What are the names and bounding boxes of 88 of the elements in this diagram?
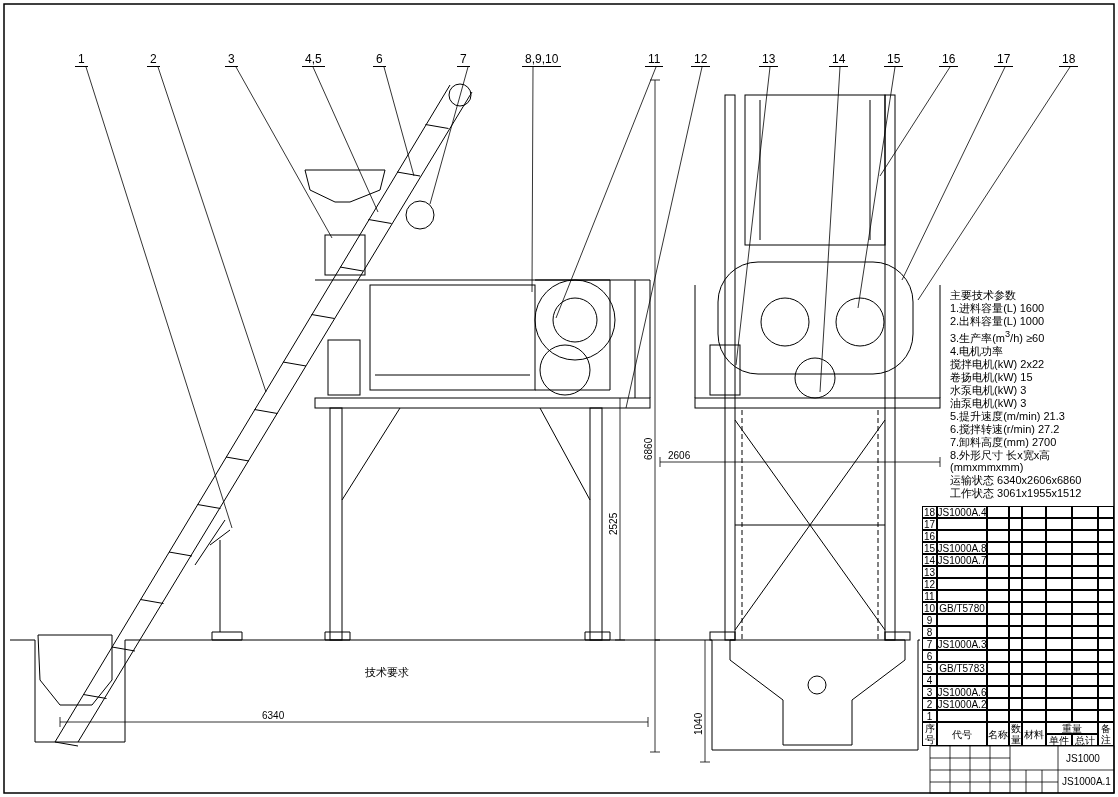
leader-line: [383, 66, 415, 177]
leader-line: [235, 66, 333, 239]
callout-number: 18: [1059, 53, 1079, 67]
spec-line: 4.电机功率: [950, 345, 1004, 357]
callout-number: 6: [373, 53, 386, 67]
leader-line: [735, 66, 771, 366]
table-cell: JS1000A.2: [937, 698, 987, 710]
dimension-text: 2606: [668, 450, 691, 461]
drawing-name: JS1000: [1066, 753, 1100, 764]
table-cell: 材料: [1022, 722, 1046, 746]
table-cell: 18: [922, 506, 937, 518]
leader-line: [157, 66, 267, 393]
spec-line: 水泵电机(kW) 3: [950, 384, 1027, 396]
callout-number: 8,9,10: [522, 53, 562, 67]
table-cell: 14: [922, 554, 937, 566]
callout-number: 15: [884, 53, 904, 67]
table-cell: 16: [922, 530, 937, 542]
table-cell: JS1000A.8: [937, 542, 987, 554]
callout-number: 11: [645, 53, 664, 67]
spec-line: 工作状态 3061x1955x1512: [950, 487, 1082, 499]
callout-number: 17: [994, 53, 1014, 67]
table-cell: 15: [922, 542, 937, 554]
callout-number: 16: [939, 53, 959, 67]
callout-number: 2: [147, 53, 160, 67]
leader-line: [901, 66, 1006, 281]
callout-number: 1: [75, 53, 88, 67]
leader-line: [85, 66, 233, 529]
table-cell: 1: [922, 710, 937, 722]
spec-line: 运输状态 6340x2606x6860: [950, 474, 1082, 486]
table-cell: 9: [922, 614, 937, 626]
table-cell: GB/T5783: [937, 662, 987, 674]
leader-line: [555, 66, 657, 319]
table-cell: JS1000A.7: [937, 554, 987, 566]
table-cell: 17: [922, 518, 937, 530]
table-cell: 4: [922, 674, 937, 686]
table-cell: 10: [922, 602, 937, 614]
table-cell: 单件: [1046, 734, 1072, 746]
leader-line: [819, 66, 841, 393]
table-cell: JS1000A.4: [937, 506, 987, 518]
table-cell: 7: [922, 638, 937, 650]
spec-line: 搅拌电机(kW) 2x22: [950, 358, 1045, 370]
leader-line: [917, 66, 1071, 301]
spec-line: 8.外形尺寸 长x宽x高(mmxmmxmm): [950, 449, 1052, 473]
dimension-text: 6860: [643, 437, 654, 460]
table-cell: 3: [922, 686, 937, 698]
callout-number: 3: [225, 53, 238, 67]
leader-line: [429, 66, 469, 205]
table-cell: GB/T5780: [937, 602, 987, 614]
spec-line: 卷扬电机(kW) 15: [950, 371, 1033, 383]
leader-line: [879, 66, 951, 177]
table-cell: 总计: [1072, 734, 1098, 746]
table-cell: 数量: [1009, 722, 1022, 746]
spec-line: 2.出料容量(L) 1000: [950, 315, 1045, 327]
callout-number: 7: [457, 53, 470, 67]
table-cell: 名称: [987, 722, 1009, 746]
dimension-text: 1040: [693, 712, 704, 735]
dimension-text: 6340: [262, 710, 285, 721]
spec-line: 5.提升速度(m/min) 21.3: [950, 410, 1065, 422]
notes-heading: 技术要求: [365, 666, 409, 678]
table-cell: 13: [922, 566, 937, 578]
table-cell: 重量: [1046, 722, 1098, 734]
table-cell: JS1000A.6: [937, 686, 987, 698]
drawing-number: JS1000A.1: [1062, 776, 1111, 787]
callout-number: 4,5: [302, 53, 325, 67]
table-cell: 8: [922, 626, 937, 638]
dimension-text: 2525: [608, 512, 619, 535]
leader-line: [312, 66, 379, 213]
callout-number: 13: [759, 53, 779, 67]
table-cell: 6: [922, 650, 937, 662]
spec-heading: 主要技术参数: [950, 289, 1016, 301]
table-cell: 12: [922, 578, 937, 590]
callout-number: 12: [691, 53, 711, 67]
leader-line: [857, 66, 896, 309]
spec-line: 1.进料容量(L) 1600: [950, 302, 1045, 314]
leader-line: [531, 66, 534, 293]
table-cell: 代号: [937, 722, 987, 746]
table-cell: 备注: [1098, 722, 1114, 746]
spec-line: 6.搅拌转速(r/min) 27.2: [950, 423, 1060, 435]
leader-line: [625, 66, 703, 409]
table-cell: 2: [922, 698, 937, 710]
table-cell: 序号: [922, 722, 937, 746]
table-cell: 11: [922, 590, 937, 602]
spec-line: 油泵电机(kW) 3: [950, 397, 1027, 409]
spec-line: 7.卸料高度(mm) 2700: [950, 436, 1057, 448]
callout-number: 14: [829, 53, 849, 67]
table-cell: 5: [922, 662, 937, 674]
table-cell: JS1000A.3: [937, 638, 987, 650]
spec-line: 3.生产率(m$^{3}$/h) ≥60: [950, 328, 1045, 344]
